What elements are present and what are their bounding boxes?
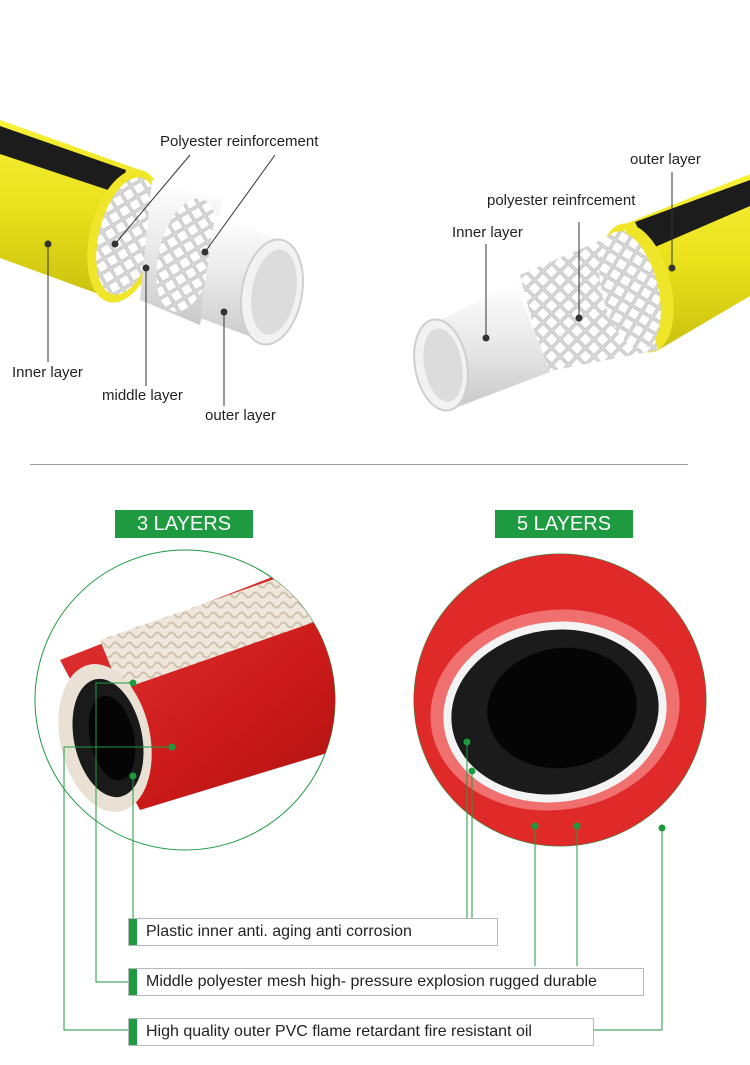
three-layer-hose-photo [34, 549, 336, 851]
five-layer-hose-photo [413, 553, 707, 847]
white-middle-layer-left [140, 180, 222, 325]
caption-inner-layer: Plastic inner anti. aging anti corrosion [128, 918, 498, 946]
leader-lines-left [47, 154, 276, 406]
caption-inner-text: Plastic inner anti. aging anti corrosion [146, 923, 412, 940]
label-inner-layer-right: Inner layer [452, 224, 523, 241]
white-tube-right [413, 282, 550, 412]
caption-middle-layer: Middle polyester mesh high- pressure exp… [128, 968, 644, 996]
leader-lines-right [485, 172, 673, 338]
label-middle-layer-left: middle layer [102, 387, 183, 404]
caption-leader-lines [63, 682, 663, 1031]
section-divider [30, 464, 688, 465]
caption-accent-bar [129, 919, 137, 945]
caption-accent-bar [129, 969, 137, 995]
leader-dots-right [482, 264, 676, 342]
label-polyester-reinforcement-right: polyester reinfrcement [487, 192, 636, 209]
label-outer-layer-right: outer layer [630, 151, 701, 168]
caption-accent-bar [129, 1019, 137, 1045]
mesh-layer-right [520, 230, 661, 372]
caption-middle-text: Middle polyester mesh high- pressure exp… [146, 973, 597, 990]
badge-5-layers: 5 LAYERS [495, 510, 633, 538]
label-inner-layer-left: Inner layer [12, 364, 83, 381]
badge-3-layers: 3 LAYERS [115, 510, 253, 538]
caption-outer-text: High quality outer PVC flame retardant f… [146, 1023, 532, 1040]
white-tube-left [200, 215, 304, 346]
caption-outer-layer: High quality outer PVC flame retardant f… [128, 1018, 594, 1046]
label-outer-layer-left: outer layer [205, 407, 276, 424]
label-polyester-reinforcement-left: Polyester reinforcement [160, 133, 319, 150]
leader-dots-left [44, 240, 228, 316]
